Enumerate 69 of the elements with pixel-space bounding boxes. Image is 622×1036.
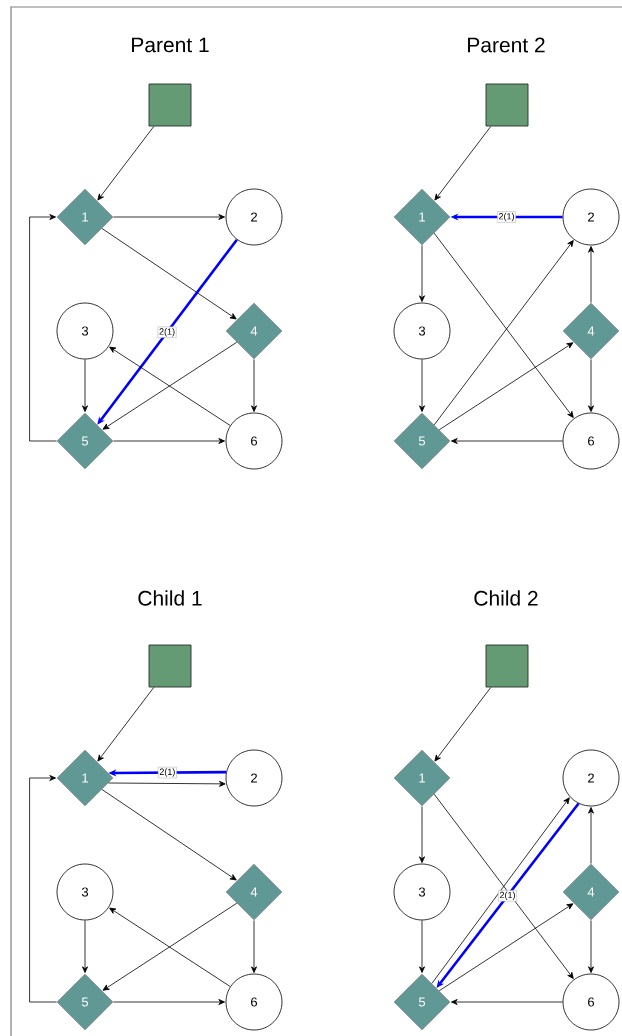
arrow [419,920,425,973]
diamond-node: 1 [393,749,451,807]
circle-node: 2 [225,749,283,807]
panel-title: Child 2 [474,590,538,606]
circle-node: 6 [225,973,283,1031]
arrow [82,359,88,412]
arrow [113,438,225,444]
arrow [101,789,237,881]
arrow [82,920,88,973]
arrow [438,342,574,431]
circle-node: 3 [393,302,451,360]
diamond-node: 4 [225,302,283,360]
arrow [113,999,225,1005]
circle-node: 3 [393,863,451,921]
diamond-node: 4 [562,863,620,921]
arrow [419,806,425,863]
circle-node: 2 [562,188,620,246]
arrow [434,126,492,201]
diamond-node: 1 [56,749,114,807]
square [485,644,529,688]
diamond-node: 4 [225,863,283,921]
diamond-node: 1 [393,188,451,246]
edge-label: 2(1) [157,766,177,779]
edge-label: 2(1) [498,890,517,902]
arrow [101,228,237,320]
arrow [29,775,57,1003]
arrow [588,807,594,864]
circle-node: 6 [562,973,620,1031]
diamond-node: 1 [56,188,114,246]
circle-node: 2 [225,188,283,246]
diamond-node: 5 [393,412,451,470]
arrow [438,903,574,992]
arrow [419,359,425,412]
edge-label: 2(1) [157,326,177,338]
arrow [451,438,563,444]
arrow [109,346,231,426]
panel-title: Parent 1 [132,37,209,53]
arrow [29,214,57,442]
diamond-node: 5 [56,412,114,470]
arrow [97,687,155,762]
arrow [102,902,238,991]
arrow [102,341,238,430]
arrow [251,920,257,973]
arrow [113,214,225,220]
arrow [97,238,238,425]
arrow [109,907,231,987]
circle-node: 3 [56,302,114,360]
diamond-node: 5 [393,973,451,1031]
diamond-node: 4 [562,302,620,360]
circle-node: 6 [225,412,283,470]
arrow [251,359,257,412]
circle-node: 3 [56,863,114,921]
circle-node: 2 [562,749,620,807]
arrow [97,126,155,201]
arrow [419,245,425,302]
panel-title: Parent 2 [468,37,545,53]
edge-label: 2(1) [497,211,516,223]
arrow [588,246,594,303]
arrow [108,780,226,787]
square [485,83,529,127]
arrow [451,999,563,1005]
circle-node: 6 [562,412,620,470]
diamond-node: 5 [56,973,114,1031]
arrow [588,920,594,973]
panel-title: Child 1 [138,590,202,606]
arrow [434,687,492,762]
square [148,83,192,127]
arrow [588,359,594,412]
square [148,644,192,688]
